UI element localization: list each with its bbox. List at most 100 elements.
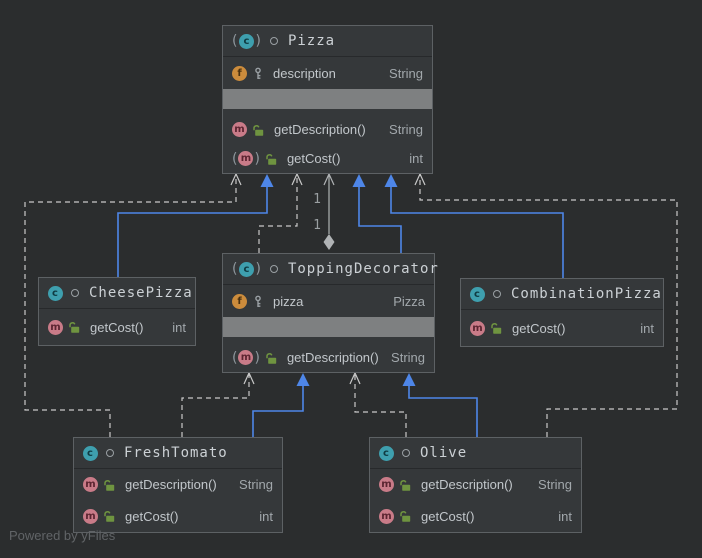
paren-left: ( <box>232 33 239 49</box>
class-icon: c <box>48 285 63 301</box>
class-icon: c <box>239 261 255 277</box>
method-icon: m <box>238 151 254 166</box>
method-return-type: int <box>558 508 572 524</box>
paren-right: ) <box>254 349 260 366</box>
method-row-getCost[interactable]: (m)getCost()int <box>223 144 432 173</box>
paren-left: ( <box>232 150 238 167</box>
abstract-parentheses: (c) <box>232 33 262 49</box>
class-header-pizza[interactable]: (c) Pizza <box>223 26 432 57</box>
public-open-lock-icon <box>490 322 503 334</box>
class-title: CheesePizza <box>89 285 193 301</box>
class-icon: c <box>379 445 394 461</box>
edge-olive-to-pizza-dependency[interactable] <box>414 172 678 437</box>
edge-fresh-tomato-to-topping-decorator-dependency[interactable] <box>181 371 255 437</box>
public-open-lock-icon <box>252 124 265 136</box>
class-header-combination-pizza[interactable]: c CombinationPizza <box>461 279 663 310</box>
class-header-cheese-pizza[interactable]: c CheesePizza <box>39 278 195 309</box>
public-open-lock-icon <box>103 479 116 491</box>
class-title: Pizza <box>287 33 336 49</box>
modifier-circle-icon <box>71 289 79 297</box>
method-name: getDescription() <box>274 122 366 137</box>
field-icon: f <box>232 65 247 81</box>
method-row-getDescription[interactable]: m getDescription() String <box>223 115 432 144</box>
method-name: getDescription() <box>286 350 379 365</box>
abstract-parentheses: (m) <box>232 350 260 365</box>
modifier-circle-icon <box>402 449 410 457</box>
public-open-lock-icon <box>68 321 81 333</box>
method-name: getCost() <box>512 320 566 336</box>
multiplicity-label: 1 <box>313 218 321 233</box>
paren-left: ( <box>232 261 239 277</box>
method-return-type: int <box>259 508 273 524</box>
method-row-getDescription[interactable]: (m) getDescription() String <box>223 343 434 372</box>
paren-right: ) <box>255 261 262 277</box>
method-name: getCost() <box>90 319 144 335</box>
field-type: String <box>389 65 423 81</box>
public-open-lock-icon <box>399 510 412 523</box>
edge-topping-decorator-to-pizza-extends[interactable] <box>352 174 402 253</box>
multiplicity-label: 1 <box>313 192 321 207</box>
method-name: getCost() <box>286 151 341 166</box>
method-name: getCost() <box>421 508 475 524</box>
edge-olive-to-topping-decorator-dependency[interactable] <box>349 371 407 437</box>
method-return-type: int <box>172 319 186 335</box>
field-icon: f <box>232 293 247 309</box>
abstract-parentheses: (c) <box>232 261 262 277</box>
method-return-type: String <box>538 477 572 493</box>
modifier-circle-icon <box>493 290 501 298</box>
edge-cheese-pizza-to-pizza-extends[interactable] <box>117 174 274 277</box>
yfiles-watermark: Powered by yFiles <box>9 528 116 543</box>
public-open-lock-icon <box>103 510 116 523</box>
method-return-type: int <box>640 320 654 336</box>
class-title: CombinationPizza <box>511 286 662 302</box>
method-icon: m <box>238 350 254 365</box>
method-return-type: String <box>389 122 423 137</box>
paren-right: ) <box>255 33 262 49</box>
edge-combination-pizza-to-pizza-extends[interactable] <box>384 174 564 278</box>
edge-fresh-tomato-to-topping-decorator-extends[interactable] <box>252 373 310 437</box>
method-return-type: String <box>391 350 425 365</box>
private-key-icon <box>252 67 264 80</box>
edge-olive-to-topping-decorator-extends[interactable] <box>402 373 478 437</box>
method-icon: m <box>232 122 247 137</box>
public-open-lock-icon <box>399 479 412 491</box>
class-icon: c <box>83 445 98 461</box>
edge-topping-decorator-to-pizza-dependency[interactable] <box>258 172 303 253</box>
class-title: FreshTomato <box>124 445 228 461</box>
field-type: Pizza <box>393 293 425 309</box>
field-name: description <box>273 65 336 81</box>
class-icon: c <box>470 286 485 302</box>
abstract-parentheses: (m) <box>232 151 260 166</box>
method-icon: m <box>83 477 98 493</box>
field-row-description[interactable]: f description String <box>223 57 432 89</box>
section-band <box>223 317 434 337</box>
section-band <box>223 89 432 109</box>
modifier-circle-icon <box>269 37 278 45</box>
class-header-fresh-tomato[interactable]: c FreshTomato <box>74 438 282 469</box>
class-header-topping-decorator[interactable]: (c)ToppingDecorator <box>223 254 438 285</box>
public-open-lock-icon <box>265 153 278 165</box>
private-key-icon <box>252 295 264 308</box>
edge-topping-decorator-to-pizza-aggregation[interactable]: 11 <box>313 172 335 250</box>
edge-fresh-tomato-to-pizza-dependency[interactable] <box>24 172 242 437</box>
public-open-lock-icon <box>265 352 278 364</box>
paren-left: ( <box>232 349 238 366</box>
class-icon: c <box>239 33 255 49</box>
modifier-circle-icon <box>106 449 114 457</box>
